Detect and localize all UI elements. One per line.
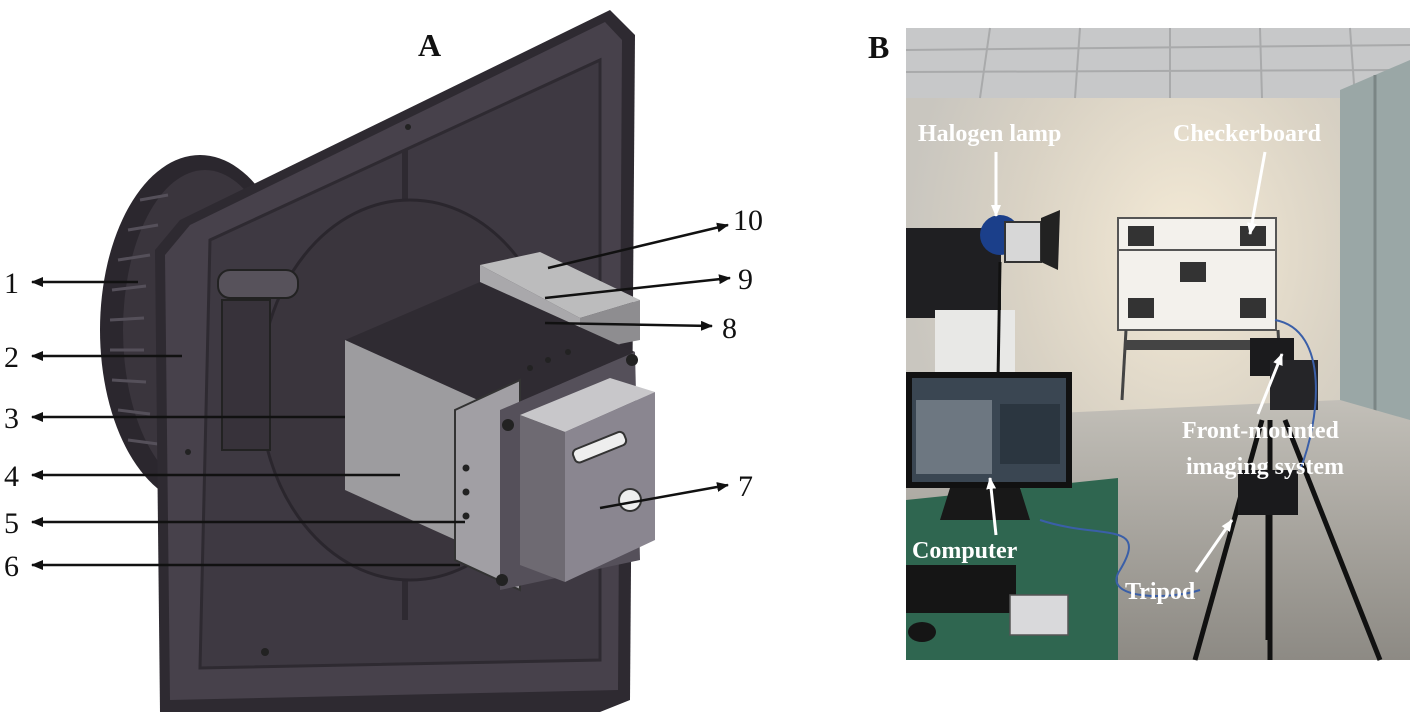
label-tripod: Tripod <box>1125 579 1196 605</box>
callout-10: 10 <box>733 204 763 237</box>
callout-7-arrow <box>599 482 729 510</box>
panel-b: B <box>868 27 1411 661</box>
pointer-front-mounted <box>1256 353 1284 415</box>
label-front-mounted-1: Front-mounted <box>1182 418 1340 444</box>
label-front-mounted-2: imaging system <box>1186 454 1344 480</box>
callout-4: 4 <box>4 460 19 493</box>
callout-1: 1 <box>4 267 19 300</box>
lab-photo <box>905 27 1411 661</box>
panel-a: A <box>4 10 763 712</box>
callout-6: 6 <box>4 550 19 583</box>
label-checkerboard: Checkerboard <box>1173 121 1322 147</box>
callout-8: 8 <box>722 312 737 345</box>
label-halogen-lamp: Halogen lamp <box>918 121 1061 147</box>
camera-assembly <box>345 252 655 592</box>
callout-numbers: 1 2 3 4 5 6 7 8 9 10 <box>4 204 763 583</box>
photo-pointers <box>986 151 1284 573</box>
callout-8-arrow <box>544 320 713 331</box>
photo-labels: Halogen lamp Checkerboard Front-mounted … <box>912 121 1344 605</box>
callouts <box>31 222 731 570</box>
pointer-computer <box>986 477 998 536</box>
panel-b-letter: B <box>868 29 889 65</box>
callout-3: 3 <box>4 402 19 435</box>
callout-7: 7 <box>738 470 753 503</box>
panel-a-letter: A <box>418 27 441 63</box>
callout-10-arrow <box>547 222 729 270</box>
pointer-tripod <box>1194 519 1234 573</box>
callout-5: 5 <box>4 507 19 540</box>
callout-9: 9 <box>738 263 753 296</box>
pointer-checkerboard <box>1247 151 1267 235</box>
label-computer: Computer <box>912 538 1018 564</box>
callout-2: 2 <box>4 341 19 374</box>
callout-9-arrow <box>544 274 731 300</box>
